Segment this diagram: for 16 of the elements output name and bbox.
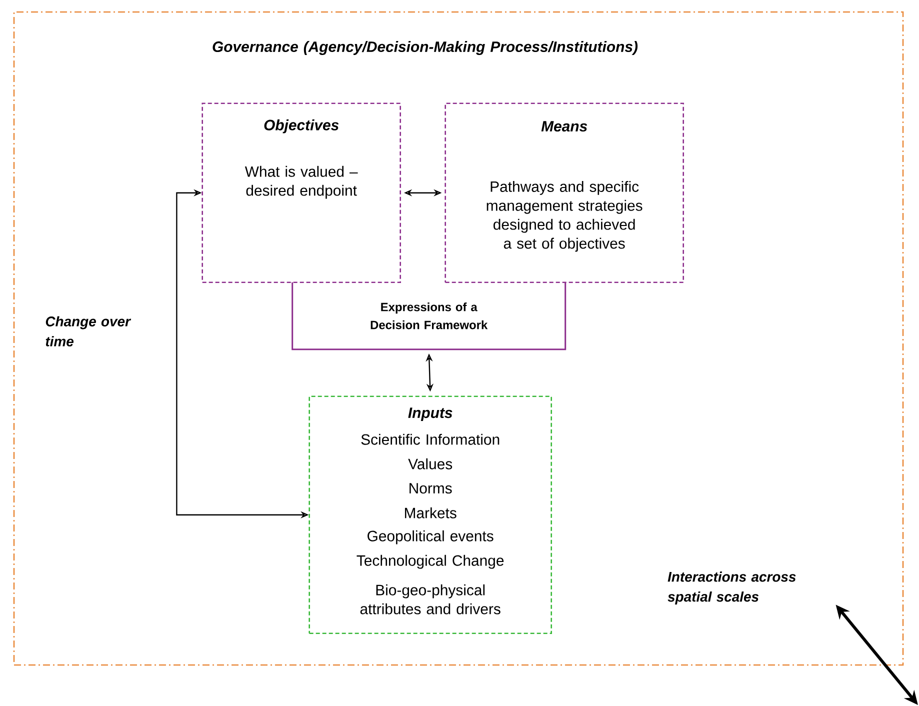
frame-heading: Governance (Agency/Decision-Making Process/Institutions): [212, 41, 638, 55]
list-item: Markets: [405, 507, 456, 518]
list-item: Values: [408, 458, 452, 470]
box-text: What is valued – desired endpoint: [244, 166, 358, 199]
box-heading: Inputs: [408, 408, 452, 422]
box-heading: Means: [541, 121, 588, 132]
list-item: Geopolitical events: [368, 530, 494, 544]
list-item: Scientific Information: [361, 434, 500, 445]
list-item: Technological Change: [356, 554, 504, 569]
side-note: Change over time: [46, 316, 132, 346]
box-heading: Objectives: [264, 119, 339, 134]
side-note: Interactions across spatial scales: [668, 572, 796, 604]
bracket-label: Expressions of a Decision Framework: [292, 282, 566, 350]
list-item: Norms: [410, 483, 452, 494]
box-text: Pathways and specific management strategies designed to achieved a set of objectives: [486, 180, 642, 252]
list-item: Bio-geo-physical attributes and drivers: [360, 584, 500, 614]
